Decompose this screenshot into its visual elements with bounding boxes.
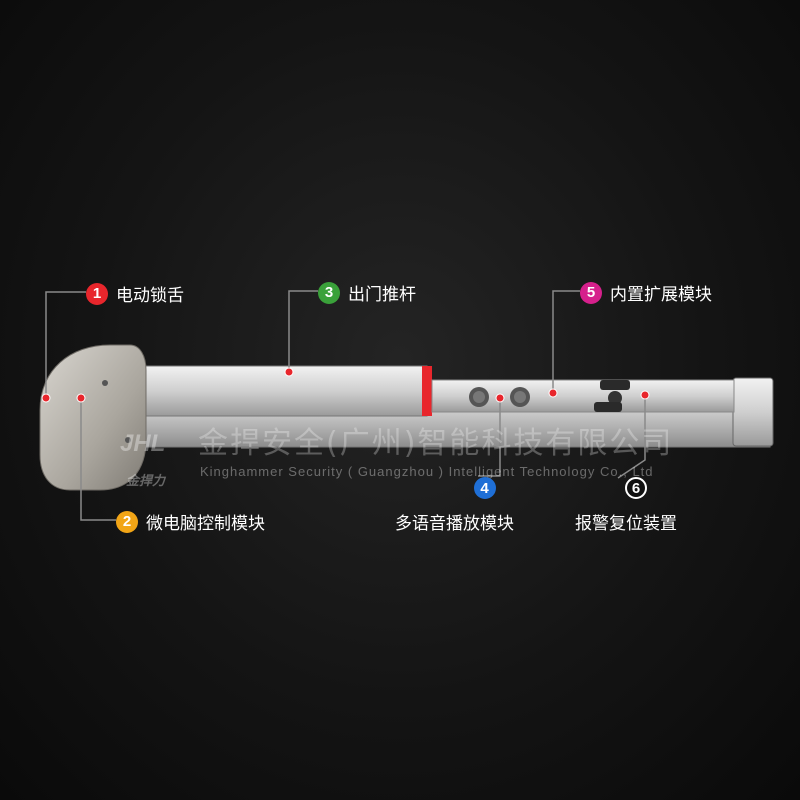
push-bar bbox=[141, 365, 428, 417]
blue-number-badge-icon: 4 bbox=[473, 477, 496, 499]
marker-dots bbox=[41, 367, 650, 403]
callout-4: 4 多语音播放模块 bbox=[395, 477, 514, 534]
callout-5: 5 内置扩展模块 bbox=[580, 280, 712, 305]
callout-6: 6 报警复位装置 bbox=[575, 477, 677, 534]
end-cap bbox=[732, 377, 774, 447]
brand-logo-cn: 金捍力 bbox=[126, 474, 166, 489]
callout-label: 出门推杆 bbox=[348, 285, 416, 305]
black-number-badge-icon: 6 bbox=[625, 477, 647, 499]
callout-3: 3 出门推杆 bbox=[318, 280, 416, 305]
head-housing bbox=[39, 344, 147, 491]
callout-1: 1 电动锁舌 bbox=[86, 281, 184, 306]
callout-label: 电动锁舌 bbox=[116, 286, 184, 306]
callout-label: 报警复位装置 bbox=[575, 514, 677, 534]
company-watermark-en: Kinghammer Security ( Guangzhou ) Intell… bbox=[200, 464, 654, 479]
brand-logo-mark: JHL bbox=[120, 430, 166, 457]
green-number-badge-icon: 3 bbox=[318, 281, 340, 304]
speaker-grille-icon bbox=[469, 387, 530, 407]
red-number-badge-icon: 1 bbox=[86, 282, 108, 305]
magenta-number-badge-icon: 5 bbox=[580, 281, 602, 304]
callout-2: 2 微电脑控制模块 bbox=[116, 509, 265, 534]
key-icon bbox=[594, 380, 630, 412]
callout-label: 微电脑控制模块 bbox=[146, 514, 265, 534]
orange-number-badge-icon: 2 bbox=[116, 510, 138, 533]
push-bar-red-end bbox=[422, 366, 432, 416]
leader-lines bbox=[45, 290, 646, 521]
callout-label: 多语音播放模块 bbox=[395, 514, 514, 534]
callout-label: 内置扩展模块 bbox=[610, 285, 712, 305]
company-watermark-cn: 金捍安全(广州)智能科技有限公司 bbox=[198, 426, 674, 461]
